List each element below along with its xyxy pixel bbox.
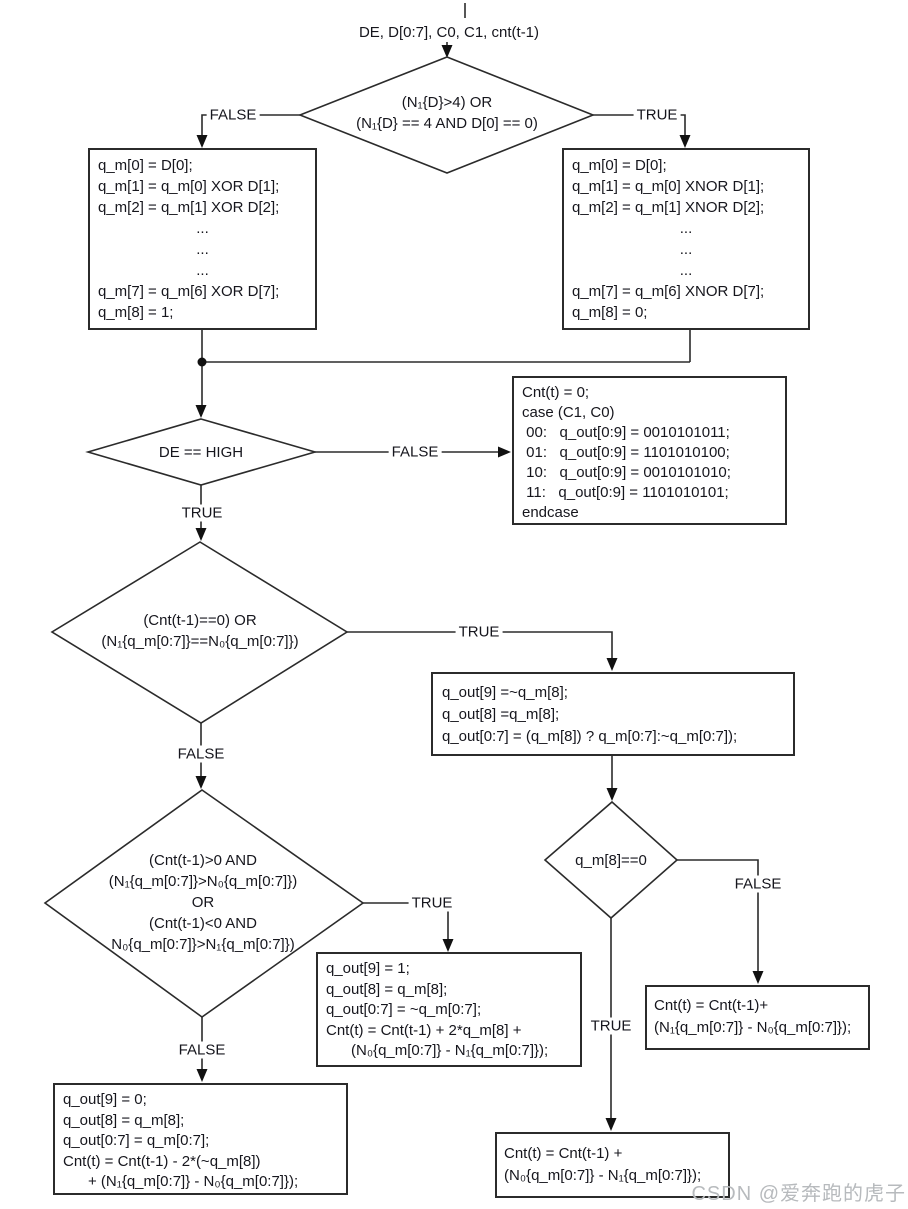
code-line: q_m[2] = q_m[1] XOR D[2]; <box>98 199 280 216</box>
decision-qm8-zero-shape <box>543 800 679 920</box>
code-line: q_out[9] = 1; <box>326 960 410 977</box>
process-box-invert: q_out[9] = 1; q_out[8] = q_m[8]; q_out[0… <box>316 952 582 1067</box>
code-line: ... <box>679 262 693 279</box>
code-line: q_out[0:7] = ~q_m[0:7]; <box>326 1001 482 1018</box>
arrowhead-d1 <box>441 45 453 58</box>
edge-label-d3-false: FALSE <box>174 745 228 763</box>
process-box-xnor: q_m[0] = D[0]; q_m[1] = q_m[0] XNOR D[1]… <box>562 148 810 330</box>
arrowhead-d2 <box>195 405 207 418</box>
edge-label-d5-false: FALSE <box>175 1041 229 1059</box>
code-line: Cnt(t) = Cnt(t-1) + <box>504 1145 623 1162</box>
process-box-xor: q_m[0] = D[0]; q_m[1] = q_m[0] XOR D[1];… <box>88 148 317 330</box>
code-line: 01: q_out[0:9] = 1101010100; <box>522 444 730 461</box>
code-line: q_m[1] = q_m[0] XOR D[1]; <box>98 178 280 195</box>
arrowhead-cnt-add-box <box>752 971 764 984</box>
edge-xnor-junction <box>202 330 691 363</box>
code-line: q_m[2] = q_m[1] XNOR D[2]; <box>572 199 765 216</box>
code-line: ... <box>196 241 209 258</box>
code-line: ... <box>679 241 693 258</box>
edge-d1-false <box>201 114 300 143</box>
code-line: q_out[9] = 0; <box>63 1091 147 1108</box>
code-line: endcase <box>522 504 579 521</box>
code-line: 10: q_out[0:9] = 0010101010; <box>522 464 731 481</box>
arrowheads <box>195 45 764 1131</box>
decision-shapes <box>43 56 679 1018</box>
process-box-keep: q_out[9] = 0; q_out[8] = q_m[8]; q_out[0… <box>53 1083 348 1195</box>
code-line: q_m[8] = 1; <box>98 304 174 321</box>
edge-d3-true <box>347 631 613 665</box>
code-line: 11: q_out[0:9] = 1101010101; <box>522 484 729 501</box>
code-line: q_out[0:7] = (q_m[8]) ? q_m[0:7]:~q_m[0:… <box>442 728 738 745</box>
code-line: q_out[8] =q_m[8]; <box>442 706 560 723</box>
edge-label-d5-true: TRUE <box>408 894 456 912</box>
arrowhead-balanced-box <box>606 658 618 671</box>
edge-label-d3-true: TRUE <box>455 623 503 641</box>
watermark: CSDN @爱奔跑的虎子 <box>691 1183 906 1205</box>
code-line: q_m[0] = D[0]; <box>572 157 667 174</box>
code-line: ... <box>679 220 693 237</box>
arrowhead-xnor-box <box>679 135 691 148</box>
edge-label-d4-false: FALSE <box>731 875 785 893</box>
code-line: case (C1, C0) <box>522 404 615 421</box>
edge-label-d2-false: FALSE <box>388 443 442 461</box>
edge-label-d2-true: TRUE <box>178 504 226 522</box>
edge-label-d1-true: TRUE <box>633 106 681 124</box>
decision-de-high-shape <box>85 418 318 486</box>
arrowhead-xor-box <box>196 135 208 148</box>
arrowhead-invert-box <box>442 939 454 952</box>
code-line: ... <box>196 220 209 237</box>
flow-input-label: DE, D[0:7], C0, C1, cnt(t-1) <box>358 24 540 41</box>
code-line: 00: q_out[0:9] = 0010101011; <box>522 424 730 441</box>
code-line: Cnt(t) = Cnt(t-1) + 2*q_m[8] + <box>326 1021 522 1039</box>
code-line: q_out[9] =~q_m[8]; <box>442 684 568 701</box>
code-line: q_out[0:7] = q_m[0:7]; <box>63 1132 210 1149</box>
code-line: (N₀{q_m[0:7]} - N₁{q_m[0:7]}); <box>504 1167 702 1184</box>
code-line: q_m[1] = q_m[0] XNOR D[1]; <box>572 178 765 195</box>
decision-n1-count-shape <box>297 56 596 174</box>
arrowhead-case-box <box>498 446 511 458</box>
code-line: Cnt(t) = 0; <box>522 384 590 401</box>
process-box-no-invert: q_out[9] =~q_m[8]; q_out[8] =q_m[8]; q_o… <box>431 672 795 756</box>
code-line: (N₁{q_m[0:7]} - N₀{q_m[0:7]}); <box>654 1019 852 1036</box>
edge-label-d4-true: TRUE <box>587 1017 635 1035</box>
code-line: Cnt(t) = Cnt(t-1)+ <box>654 997 769 1014</box>
code-line: q_m[7] = q_m[6] XNOR D[7]; <box>572 283 765 300</box>
code-line: q_out[8] = q_m[8]; <box>63 1111 185 1129</box>
code-line: + (N₁{q_m[0:7]} - N₀{q_m[0:7]}); <box>63 1173 299 1190</box>
code-line: (N₀{q_m[0:7]} - N₁{q_m[0:7]}); <box>326 1042 549 1059</box>
code-line: q_m[0] = D[0]; <box>98 157 193 174</box>
arrowhead-d5 <box>195 776 207 789</box>
code-line: q_m[8] = 0; <box>572 304 648 321</box>
arrowhead-keep-box <box>196 1069 208 1082</box>
edge-d4-false <box>677 859 759 978</box>
code-line: ... <box>196 262 209 279</box>
arrowhead-cnt-sub-box <box>605 1118 617 1131</box>
code-line: q_out[8] = q_m[8]; <box>326 980 448 998</box>
process-box-cnt-sub: Cnt(t) = Cnt(t-1) + (N₀{q_m[0:7]} - N₁{q… <box>495 1132 730 1198</box>
edge-d1-true <box>593 114 686 143</box>
decision-cnt-balance-shape <box>50 541 349 724</box>
arrowhead-d3 <box>195 528 207 541</box>
decision-cnt-trend-shape <box>43 789 365 1018</box>
code-line: q_m[7] = q_m[6] XOR D[7]; <box>98 283 280 300</box>
process-box-blank-codes: Cnt(t) = 0; case (C1, C0) 00: q_out[0:9]… <box>512 376 787 525</box>
junction-dot <box>197 357 207 367</box>
arrowhead-d4 <box>606 788 618 801</box>
edge-label-d1-false: FALSE <box>206 106 260 124</box>
process-box-cnt-add: Cnt(t) = Cnt(t-1)+ (N₁{q_m[0:7]} - N₀{q_… <box>645 985 870 1050</box>
code-line: Cnt(t) = Cnt(t-1) - 2*(~q_m[8]) <box>63 1152 261 1170</box>
